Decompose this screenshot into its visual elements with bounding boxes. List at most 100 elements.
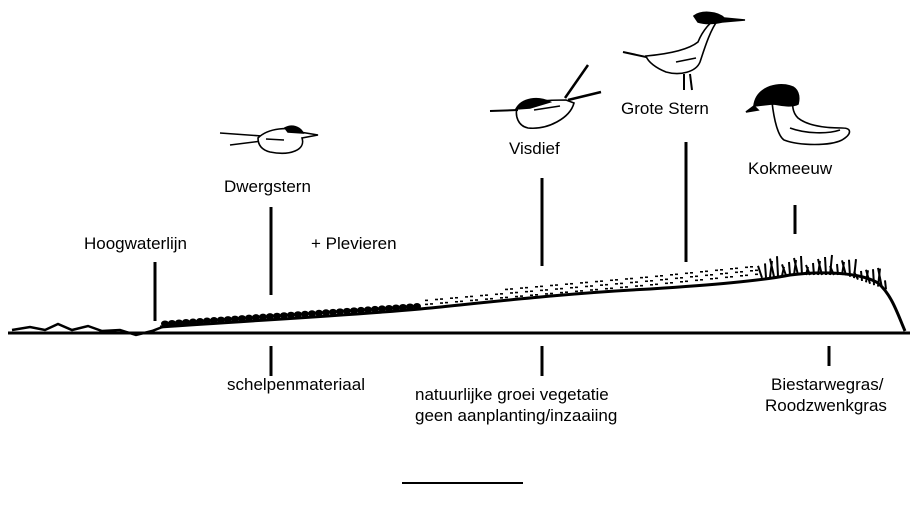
vegetation-dot [625, 286, 628, 288]
vegetation-dot [560, 288, 563, 290]
shell-fragment [245, 315, 253, 321]
vegetation-dot [590, 289, 593, 291]
shell-fragment [196, 318, 204, 324]
shell-fragment [378, 305, 386, 311]
label-common-tern: Visdief [509, 139, 560, 158]
vegetation-dot [515, 292, 518, 294]
vegetation-dot [705, 271, 708, 273]
shell-fragment [273, 313, 281, 319]
vegetation-dot [610, 287, 613, 289]
vegetation-dot [745, 267, 748, 269]
shell-fragment [371, 306, 379, 312]
little-tern-icon [220, 126, 318, 153]
vegetation-dot [585, 286, 588, 288]
vegetation-dot [725, 277, 728, 279]
vegetation-dot [715, 270, 718, 272]
shell-fragment [266, 313, 274, 319]
grass-blade [837, 264, 838, 275]
vegetation-dot [430, 303, 433, 305]
shell-fragment [189, 319, 197, 325]
vegetation-dot [675, 278, 678, 280]
shell-fragment [392, 304, 400, 310]
shell-fragment [182, 319, 190, 325]
grass-blade [849, 260, 850, 277]
vegetation-dot [620, 287, 623, 289]
grass-tufts [758, 255, 886, 289]
vegetation-dot [445, 302, 448, 304]
vegetation-dot [545, 289, 548, 291]
vegetation-dot [710, 274, 713, 276]
sandwich-tern-icon [623, 12, 745, 90]
vegetation-dot [600, 280, 603, 282]
vegetation-dot [605, 288, 608, 290]
vegetation-dot [725, 273, 728, 275]
vegetation-dot [630, 282, 633, 284]
vegetation-dot [670, 282, 673, 284]
vegetation-dot [470, 300, 473, 302]
vegetation-dot [620, 283, 623, 285]
vegetation-dot [550, 293, 553, 295]
label-vegetation-2: geen aanplanting/inzaaiing [415, 406, 617, 425]
vegetation-dot [720, 269, 723, 271]
label-sandwich-tern: Grote Stern [621, 99, 709, 118]
vegetation-dot [465, 296, 468, 298]
grass-blade [861, 271, 862, 281]
vegetation-dot [530, 290, 533, 292]
grass-blade [873, 269, 874, 285]
vegetation-dot [580, 290, 583, 292]
vegetation-dot [690, 276, 693, 278]
vegetation-dot [425, 300, 428, 302]
vegetation-dot [530, 294, 533, 296]
vegetation-dot [730, 268, 733, 270]
vegetation-dot [695, 276, 698, 278]
shell-fragment [413, 303, 421, 309]
vegetation-dot [705, 275, 708, 277]
vegetation-dot [565, 291, 568, 293]
grass-blade [758, 266, 762, 278]
vegetation-dot [470, 296, 473, 298]
vegetation-dot [715, 278, 718, 280]
label-vegetation-1: natuurlijke groei vegetatie [415, 385, 609, 404]
vegetation-dot [440, 302, 443, 304]
shell-fragment [168, 320, 176, 326]
vegetation-dot [425, 304, 428, 306]
vegetation-dot [545, 293, 548, 295]
vegetation-dot [575, 287, 578, 289]
shell-material [161, 303, 421, 327]
vegetation-dot [615, 283, 618, 285]
shell-fragment [217, 317, 225, 323]
vegetation-dot [570, 283, 573, 285]
vegetation-dot [555, 288, 558, 290]
gull-icon [746, 85, 850, 145]
shell-fragment [385, 305, 393, 311]
shell-fragment [280, 312, 288, 318]
vegetation-dot [735, 272, 738, 274]
vegetation-dot [535, 286, 538, 288]
vegetation-dot [515, 296, 518, 298]
label-plovers: + Plevieren [311, 234, 397, 253]
shell-fragment [231, 316, 239, 322]
grass-blade [813, 263, 814, 275]
vegetation-dot [450, 297, 453, 299]
vegetation-dot [630, 278, 633, 280]
vegetation-dot [605, 284, 608, 286]
vegetation-dot [490, 298, 493, 300]
vegetation-dot [730, 276, 733, 278]
vegetation-dot [595, 281, 598, 283]
vegetation-dot [645, 276, 648, 278]
vegetation-dot [565, 283, 568, 285]
shell-fragment [329, 309, 337, 315]
vegetation-dot [485, 294, 488, 296]
vegetation-dot [680, 277, 683, 279]
vegetation-dot [675, 274, 678, 276]
shell-fragment [406, 303, 414, 309]
vegetation-dot [695, 280, 698, 282]
vegetation-dot [710, 278, 713, 280]
shell-fragment [336, 308, 344, 314]
shell-fragment [350, 307, 358, 313]
shell-fragment [343, 308, 351, 314]
vegetation-dot [635, 281, 638, 283]
vegetation-dot [590, 285, 593, 287]
shell-fragment [224, 316, 232, 322]
